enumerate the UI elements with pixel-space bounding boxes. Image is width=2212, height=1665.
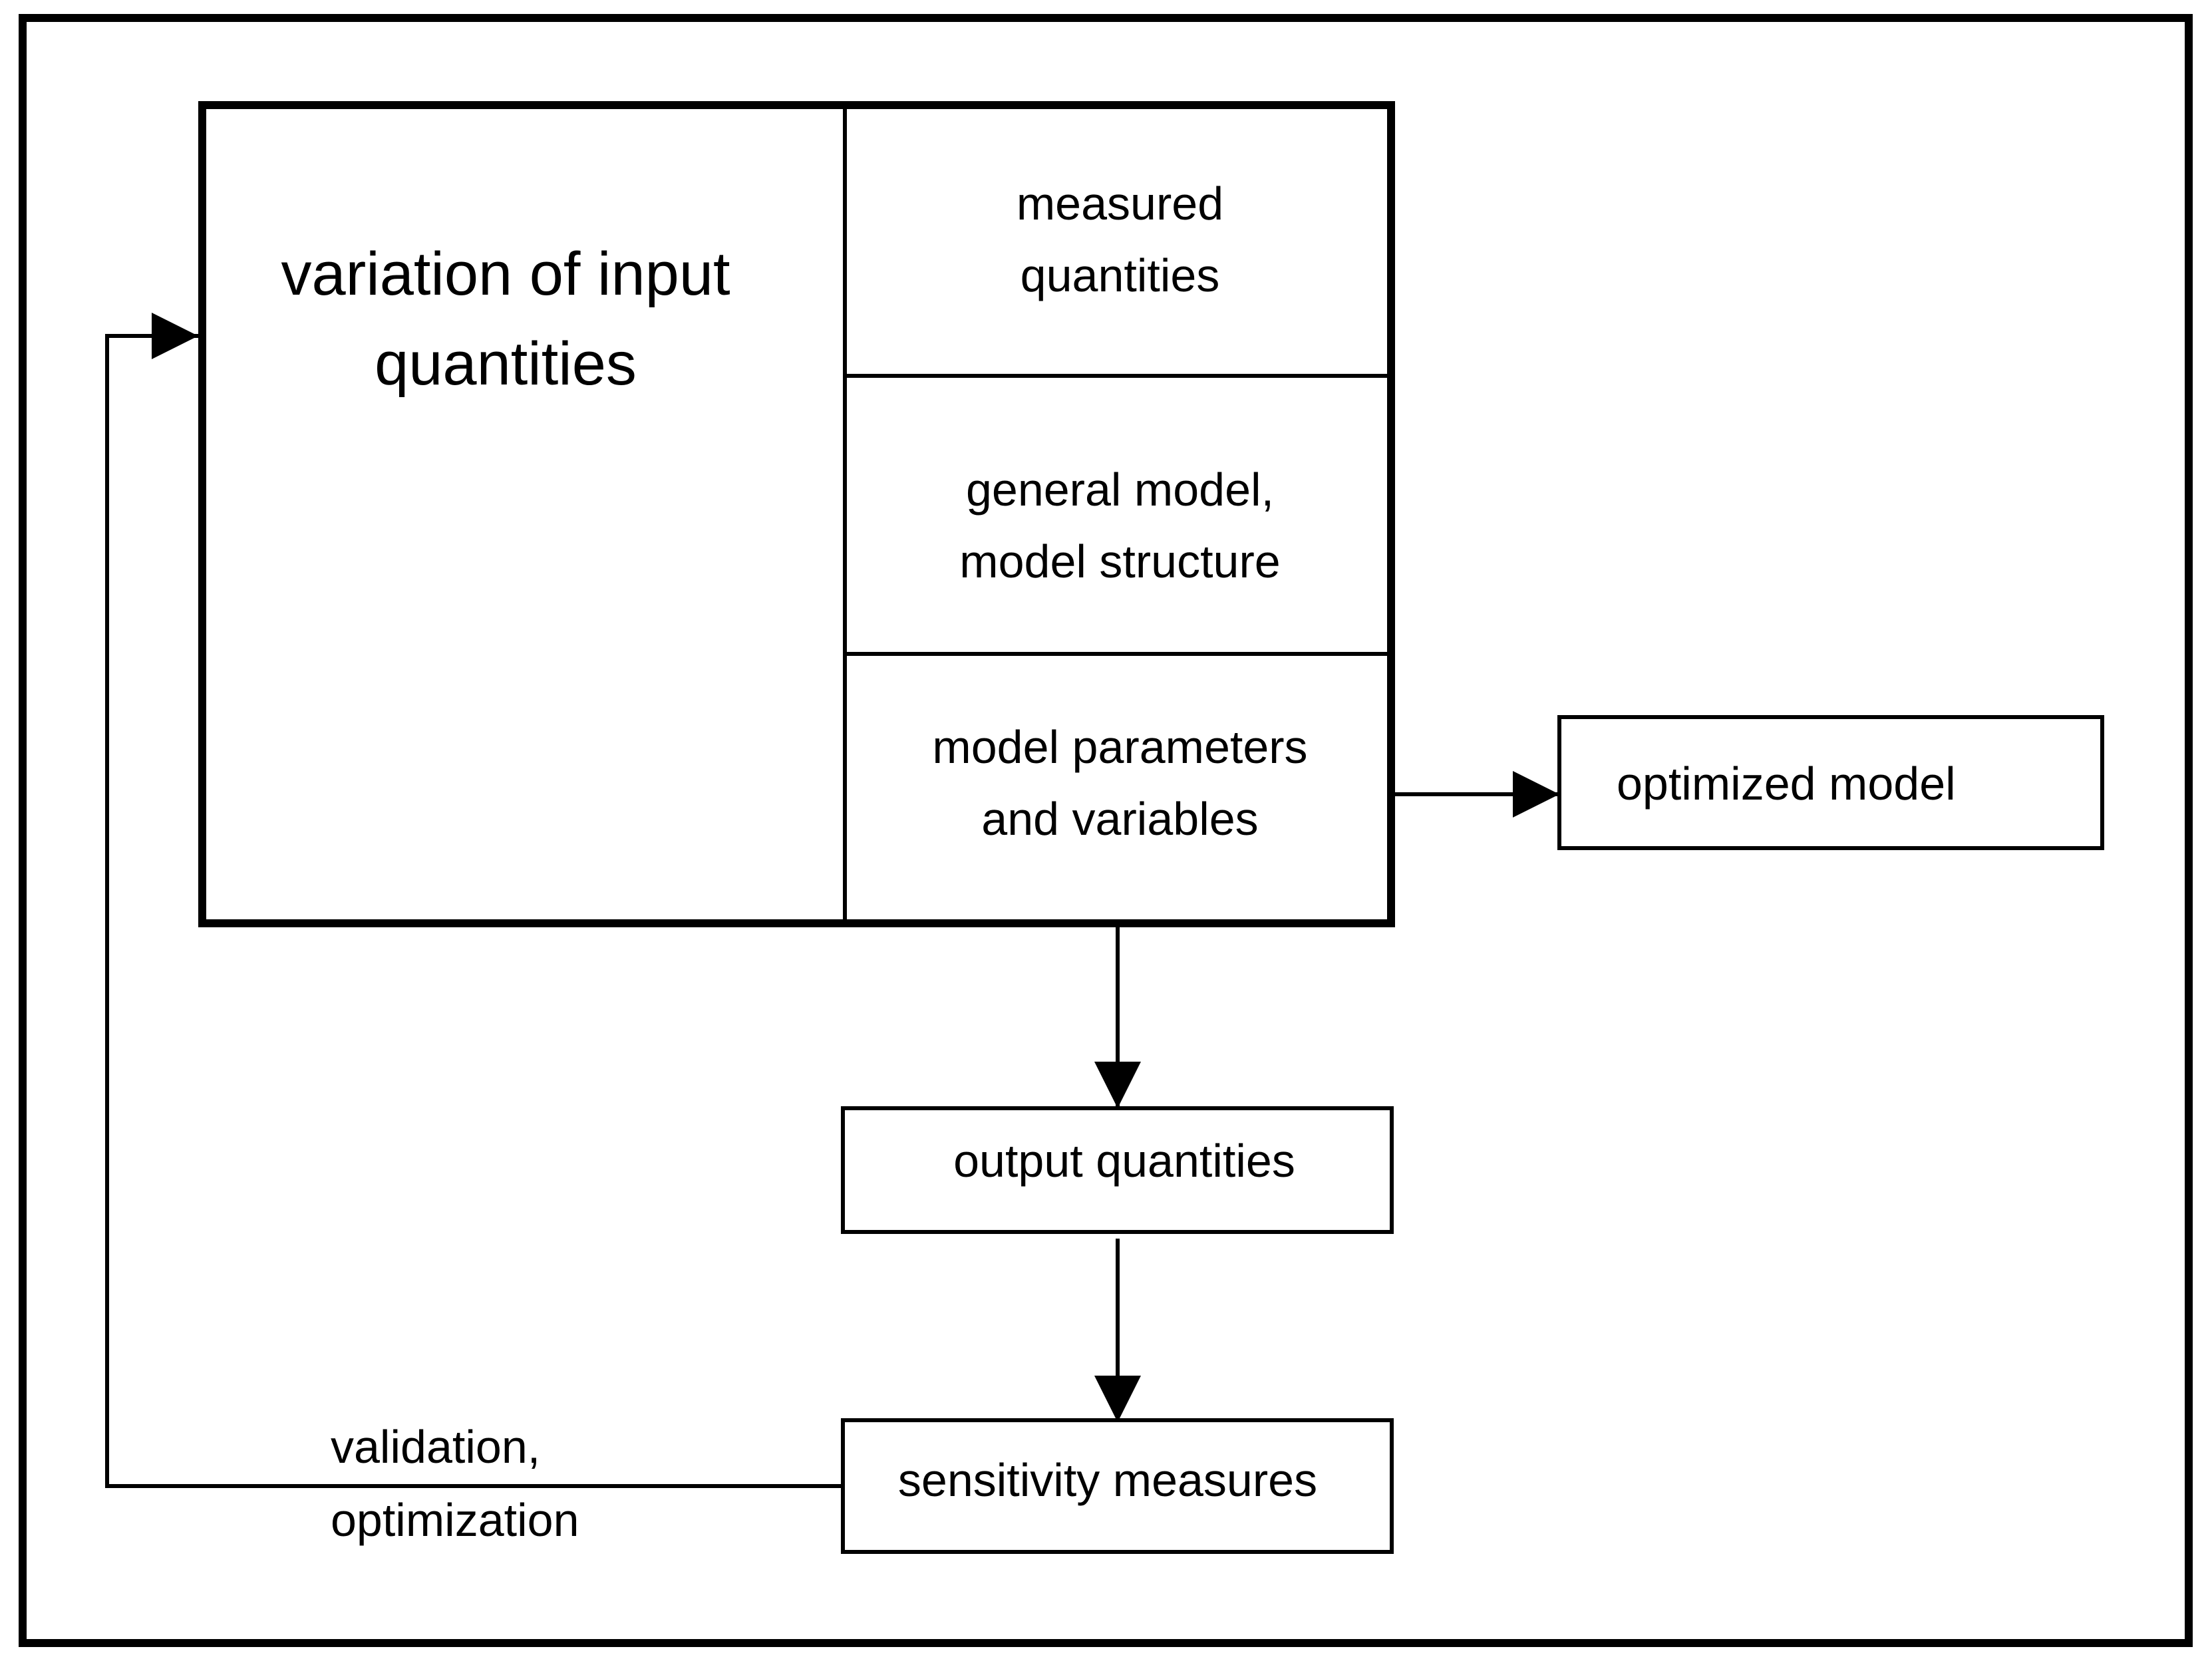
measured-quantities-line-1: measured xyxy=(1016,178,1224,229)
sensitivity-measures-text: sensitivity measures xyxy=(897,1454,1318,1506)
output-quantities-label: output quantities xyxy=(845,1121,1404,1201)
general-model-line-2: model structure xyxy=(959,535,1281,587)
feedback-edge-line-1: validation, xyxy=(331,1421,541,1473)
sensitivity-measures-label: sensitivity measures xyxy=(845,1440,1370,1520)
optimized-model-box xyxy=(1557,715,2104,850)
model-block xyxy=(198,101,1395,927)
input-variation-label: variation of input quantities xyxy=(206,220,805,419)
measured-quantities-label: measured quantities xyxy=(849,160,1391,319)
feedback-arrow xyxy=(105,313,843,1488)
input-variation-line-2: quantities xyxy=(375,330,637,398)
outer-frame xyxy=(19,14,2193,1647)
feedback-edge-line-2: optimization xyxy=(331,1494,579,1546)
general-model-label: general model, model structure xyxy=(849,446,1391,605)
output-quantities-text: output quantities xyxy=(953,1135,1295,1187)
optimized-model-text: optimized model xyxy=(1617,758,1956,810)
feedback-edge-label: validation, optimization xyxy=(331,1410,579,1557)
measured-quantities-line-2: quantities xyxy=(1020,249,1220,301)
input-variation-line-1: variation of input xyxy=(281,240,730,308)
general-model-line-1: general model, xyxy=(965,464,1275,516)
model-parameters-line-1: model parameters xyxy=(932,721,1308,773)
optimized-model-label: optimized model xyxy=(1563,744,2029,824)
model-parameters-line-2: and variables xyxy=(981,793,1259,845)
model-parameters-label: model parameters and variables xyxy=(849,703,1391,863)
